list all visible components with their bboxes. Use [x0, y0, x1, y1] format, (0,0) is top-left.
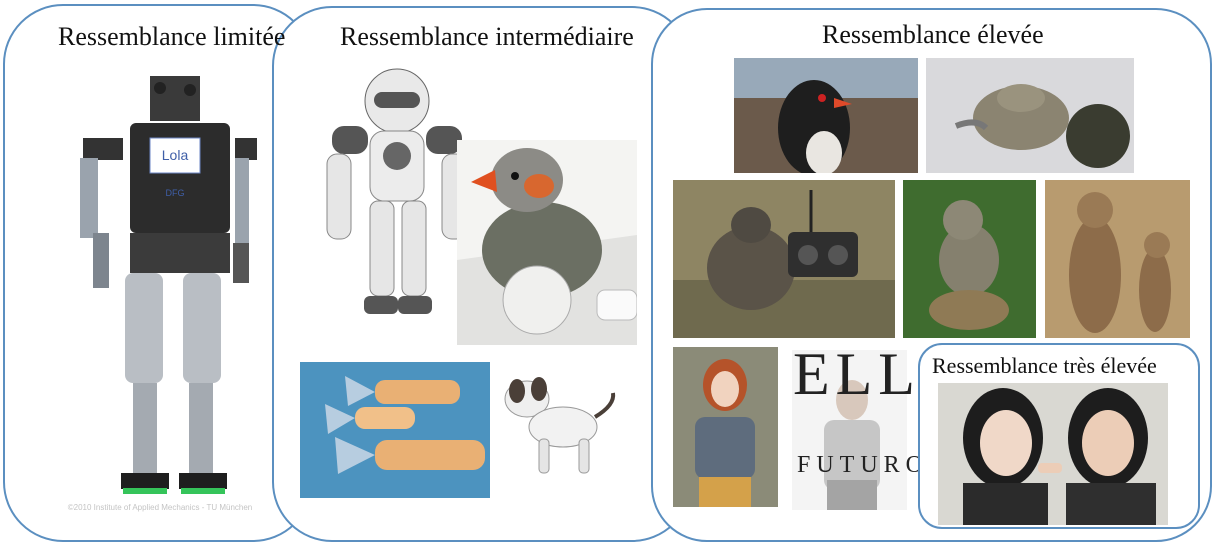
meerkat-robot-image — [1045, 180, 1190, 338]
lola-robot-image: Lola DFG ©2010 Institute of Applied Mech… — [55, 68, 265, 518]
grouse-robot-image — [673, 180, 895, 338]
title-intermediate-resemblance: Ressemblance intermédiaire — [340, 22, 634, 51]
title-high-resemblance: Ressemblance élevée — [822, 20, 1044, 49]
title-limited-resemblance: Ressemblance limitée — [58, 22, 286, 51]
lola-sponsor-text: DFG — [166, 188, 185, 198]
lola-badge-text: Lola — [162, 147, 189, 163]
bird-robot-image — [457, 140, 637, 345]
nao-robot-image — [312, 66, 482, 341]
geminoid-android-image — [938, 383, 1168, 525]
robot-fish-image — [300, 362, 490, 498]
lola-credit-text: ©2010 Institute of Applied Mechanics - T… — [68, 503, 253, 512]
frog-robot-image — [926, 58, 1134, 173]
android-erica-image — [673, 347, 778, 507]
title-very-high-resemblance: Ressemblance très élevée — [932, 353, 1157, 378]
penguin-robot-image — [734, 58, 918, 173]
squirrel-robot-image — [903, 180, 1036, 338]
magazine-sophia-image — [792, 350, 907, 510]
robot-dog-image — [495, 365, 625, 487]
magazine-cover-word: FUTURO — [797, 452, 930, 478]
